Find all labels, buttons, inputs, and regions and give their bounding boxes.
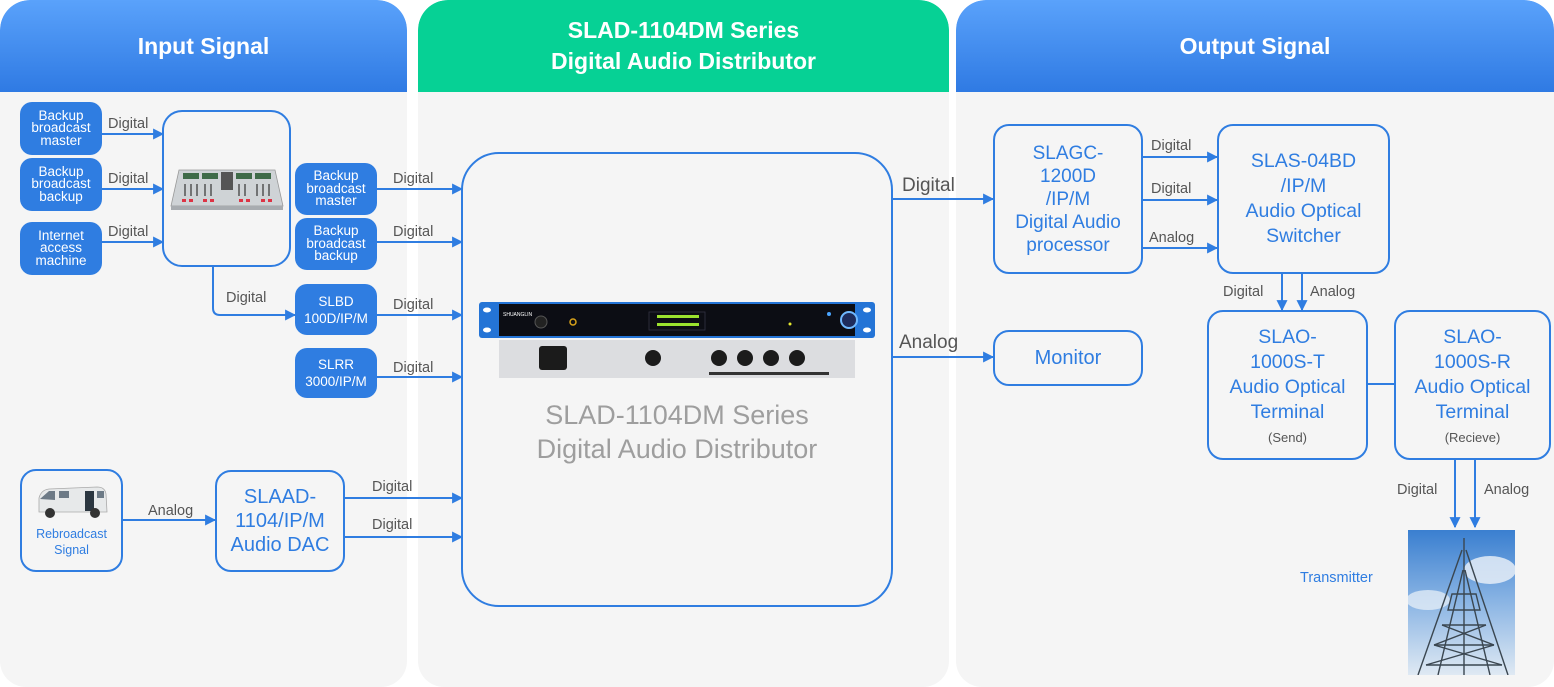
distributor-caption-line2: Digital Audio Distributor (536, 433, 818, 464)
signal-label: Analog (1149, 230, 1195, 246)
signal-label: Digital (393, 297, 434, 313)
terminal-label: 1000S-R (1434, 350, 1511, 373)
mid-source-backup-backup[interactable]: Backup broadcast backup (295, 218, 377, 270)
monitor-label: Monitor (1034, 346, 1102, 369)
distributor-caption-line1: SLAD-1104DM Series (545, 399, 809, 430)
source-backup-master[interactable]: Backup broadcast master (20, 102, 102, 155)
switcher-label: Switcher (1266, 225, 1341, 247)
terminal-label: SLAO- (1443, 325, 1502, 348)
input-signal-title: Input Signal (137, 32, 270, 59)
mid-source-slbd[interactable]: SLBD 100D/IP/M (295, 284, 377, 335)
signal-label: Digital (108, 224, 149, 240)
source-label: Backup (313, 168, 359, 184)
source-label: Backup (313, 223, 359, 239)
signal-label: Digital (1397, 482, 1438, 498)
source-internet-access[interactable]: Internet access machine (20, 222, 102, 275)
processor-label: Digital Audio (1015, 211, 1121, 233)
source-label: Backup (38, 107, 84, 123)
terminal-recv-box[interactable]: SLAO- 1000S-R Audio Optical Terminal (Re… (1394, 310, 1551, 460)
processor-label: /IP/M (1045, 188, 1091, 210)
source-label: broadcast (31, 176, 91, 192)
signal-label: Digital (393, 224, 434, 240)
rebroadcast-label: Signal (54, 542, 89, 557)
switcher-label: /IP/M (1280, 175, 1327, 197)
source-label: backup (39, 188, 83, 204)
distributor-header: SLAD-1104DM Series Digital Audio Distrib… (418, 0, 949, 92)
processor-label: processor (1026, 234, 1110, 256)
signal-label: Digital (226, 290, 267, 306)
terminal-label: 1000S-T (1250, 350, 1325, 373)
mid-source-slrr[interactable]: SLRR 3000/IP/M (295, 348, 377, 398)
rebroadcast-signal-box[interactable]: Rebroadcast Signal (20, 469, 123, 572)
signal-label: Digital (393, 360, 434, 376)
signal-label: Digital (1151, 138, 1192, 154)
switcher-label: SLAS-04BD (1250, 150, 1357, 172)
source-label: SLRR (317, 357, 354, 372)
terminal-label: Audio Optical (1414, 375, 1531, 398)
van-icon (38, 486, 107, 518)
source-label: broadcast (31, 120, 91, 136)
source-label: broadcast (306, 235, 366, 251)
rebroadcast-label: Rebroadcast (36, 526, 107, 541)
terminal-mode: (Recieve) (1444, 429, 1501, 445)
mid-source-backup-master[interactable]: Backup broadcast master (295, 163, 377, 215)
source-label: machine (35, 252, 87, 268)
dac-label: Audio DAC (230, 534, 330, 556)
signal-label: Digital (108, 116, 149, 132)
audio-processor-box[interactable]: SLAGC- 1200D /IP/M Digital Audio process… (993, 124, 1143, 274)
signal-label: Digital (108, 171, 149, 187)
terminal-label: Terminal (1435, 400, 1510, 423)
signal-label: Digital (372, 479, 413, 495)
terminal-label: SLAO- (1258, 325, 1317, 348)
distributor-title-line2: Digital Audio Distributor (551, 48, 816, 74)
distributor-title-line1: SLAD-1104DM Series (567, 17, 800, 43)
source-label: 3000/IP/M (305, 374, 367, 389)
source-label: Internet (38, 227, 84, 243)
mixing-console-icon (170, 169, 283, 210)
terminal-label: Audio Optical (1229, 375, 1346, 398)
processor-label: 1200D (1040, 165, 1096, 187)
output-signal-title: Output Signal (1179, 32, 1331, 59)
input-signal-header: Input Signal (0, 0, 407, 92)
source-label: SLBD (318, 293, 354, 309)
source-backup-backup[interactable]: Backup broadcast backup (20, 158, 102, 211)
mixing-console-box[interactable] (162, 110, 291, 267)
signal-label: Analog (1484, 482, 1530, 498)
terminal-mode: (Send) (1267, 429, 1308, 445)
signal-label: Analog (899, 332, 959, 353)
source-label: master (40, 132, 82, 148)
dac-label: 1104/IP/M (235, 510, 325, 532)
source-label: access (39, 240, 83, 256)
dac-label: SLAAD- (243, 486, 317, 508)
distributor-box[interactable]: SHUANGLIN SLAD-1104DM Series Digital Aud… (461, 152, 893, 607)
source-label: master (315, 193, 357, 209)
source-label: backup (314, 248, 358, 264)
signal-label: Digital (902, 175, 955, 196)
source-label: Backup (38, 163, 84, 179)
output-signal-header: Output Signal (956, 0, 1554, 92)
svg-text:SHUANGLIN: SHUANGLIN (503, 312, 533, 318)
monitor-box[interactable]: Monitor (993, 330, 1143, 386)
audio-dac-box[interactable]: SLAAD- 1104/IP/M Audio DAC (215, 470, 345, 572)
optical-switcher-box[interactable]: SLAS-04BD /IP/M Audio Optical Switcher (1217, 124, 1390, 274)
rack-device-icon: SHUANGLIN (479, 301, 875, 378)
source-label: broadcast (306, 180, 366, 196)
signal-label: Digital (1151, 181, 1192, 197)
signal-label: Digital (393, 171, 434, 187)
source-label: 100D/IP/M (304, 310, 368, 326)
signal-label: Digital (372, 517, 413, 533)
signal-label: Analog (1310, 284, 1356, 300)
transmitter-tower-icon (1408, 530, 1515, 675)
switcher-label: Audio Optical (1245, 200, 1362, 222)
transmitter-label: Transmitter (1300, 570, 1373, 586)
signal-label: Digital (1223, 284, 1264, 300)
signal-label: Analog (148, 503, 194, 519)
terminal-label: Terminal (1250, 400, 1325, 423)
terminal-send-box[interactable]: SLAO- 1000S-T Audio Optical Terminal (Se… (1207, 310, 1368, 460)
processor-label: SLAGC- (1032, 142, 1104, 164)
